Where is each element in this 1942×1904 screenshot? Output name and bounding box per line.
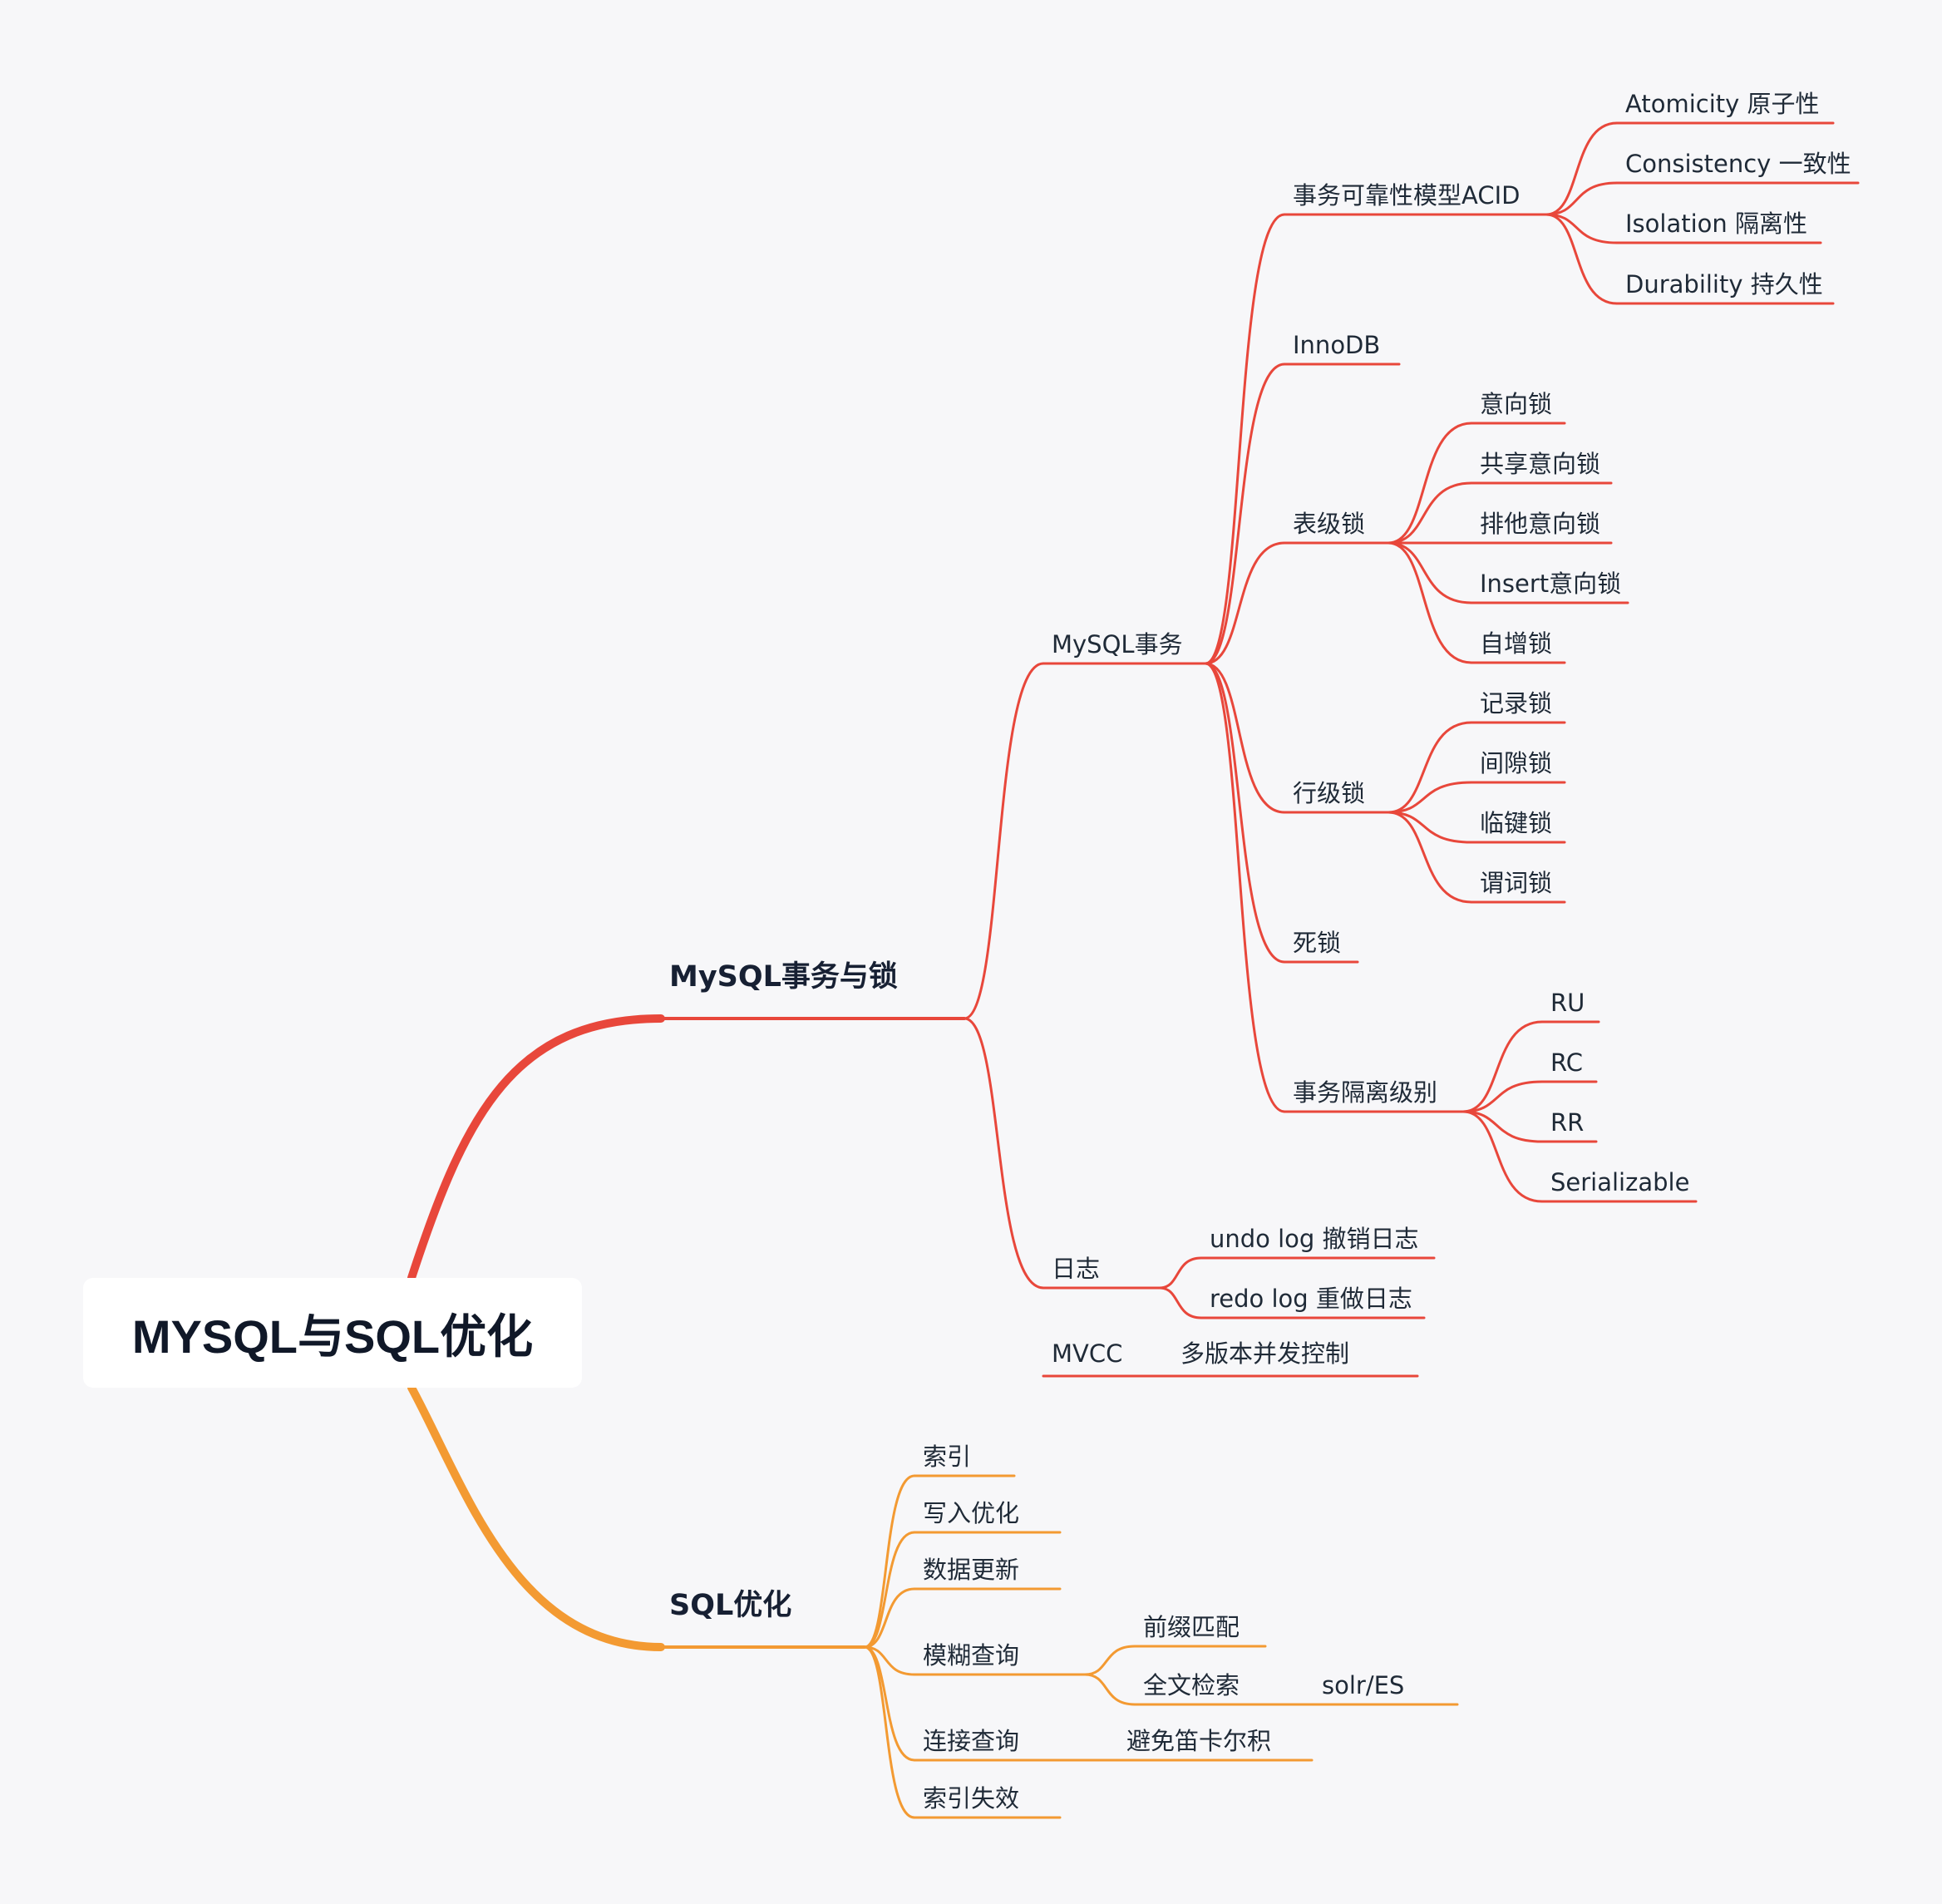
topic-0-0-mysql[interactable]: MySQL事务: [1052, 630, 1183, 659]
main-branch-curve: [407, 1014, 665, 1282]
topic-0-0-4-node[interactable]: 死锁: [1293, 929, 1342, 957]
connector-line: [1545, 213, 1619, 305]
connector-line: [1461, 1110, 1544, 1143]
topic-0-0-2-3-insert[interactable]: Insert意向锁: [1480, 570, 1622, 598]
topic-0-0-5-1-rc[interactable]: RC: [1550, 1048, 1583, 1077]
connector-line: [1387, 721, 1473, 814]
connector-line: [1387, 811, 1473, 904]
connector-line: [1461, 1080, 1544, 1113]
connector-line: [1461, 1110, 1544, 1203]
connector-line: [1204, 662, 1286, 1113]
connector-line: [963, 1017, 1045, 1290]
connector-line: [1204, 662, 1286, 814]
connector-line: [1204, 541, 1286, 665]
root-topic[interactable]: MYSQL与SQL优化: [83, 1278, 582, 1388]
topic-0-0-5-2-rr[interactable]: RR: [1550, 1108, 1585, 1137]
topic-1-0-node[interactable]: 索引: [923, 1443, 972, 1471]
topic-0-0-5-node[interactable]: 事务隔离级别: [1293, 1078, 1438, 1107]
topic-1-4-node[interactable]: 连接查询: [923, 1727, 1020, 1755]
topic-1-3-node[interactable]: 模糊查询: [923, 1641, 1020, 1670]
connector-line: [1158, 1286, 1203, 1319]
connector-line: [1545, 181, 1619, 216]
connector-line: [863, 1474, 916, 1649]
topic-0-0-3-0-node[interactable]: 记录锁: [1480, 689, 1553, 718]
topic-0-0-3-1-node[interactable]: 间隙锁: [1480, 749, 1553, 777]
connector-line: [1204, 662, 1286, 964]
topic-1-1-node[interactable]: 写入优化: [923, 1499, 1020, 1527]
topic-0-0-1-innodb[interactable]: InnoDB: [1293, 331, 1381, 359]
topic-0-0-3-3-node[interactable]: 谓词锁: [1480, 869, 1553, 897]
topic-0-1-1-redo-log[interactable]: redo log 重做日志: [1210, 1285, 1412, 1313]
connector-line: [863, 1587, 916, 1649]
connector-line: [1387, 422, 1473, 545]
topic-0-0-2-1-node[interactable]: 共享意向锁: [1480, 450, 1601, 478]
topic-0-0-5-0-ru[interactable]: RU: [1550, 989, 1585, 1017]
connector-line: [1387, 541, 1473, 664]
topic-0-2-mvcc[interactable]: MVCC: [1052, 1339, 1123, 1368]
connector-line: [963, 662, 1045, 1020]
topic-0-0-0-3-durability[interactable]: Durability 持久性: [1625, 270, 1823, 298]
topic-0-1-0-undo-log[interactable]: undo log 撤销日志: [1210, 1225, 1419, 1253]
topic-1-3-1-node[interactable]: 全文检索: [1143, 1671, 1240, 1699]
connector-line: [1083, 1645, 1136, 1676]
topic-0-0-0-1-consistency[interactable]: Consistency 一致性: [1625, 150, 1851, 178]
topic-0-0-0-2-isolation[interactable]: Isolation 隔离性: [1625, 210, 1808, 238]
topic-1-3-1-0-solr-es[interactable]: solr/ES: [1322, 1671, 1405, 1699]
topic-0-0-0-acid[interactable]: 事务可靠性模型ACID: [1293, 181, 1521, 210]
connector-line: [863, 1645, 916, 1676]
topic-0-0-3-2-node[interactable]: 临键锁: [1480, 809, 1553, 837]
connector-line: [1387, 781, 1473, 814]
connector-line: [1461, 1020, 1544, 1113]
topic-1-2-node[interactable]: 数据更新: [923, 1556, 1020, 1584]
topic-0-mysql[interactable]: MySQL事务与锁: [669, 960, 898, 994]
topic-1-4-0-node[interactable]: 避免笛卡尔积: [1126, 1727, 1272, 1755]
topic-1-5-node[interactable]: 索引失效: [923, 1784, 1020, 1813]
connector-line: [1545, 121, 1619, 216]
connector-line: [1204, 363, 1286, 665]
topic-0-0-2-4-node[interactable]: 自增锁: [1480, 629, 1553, 658]
main-branch-curve: [407, 1384, 665, 1651]
connector-line: [1387, 481, 1473, 545]
connector-line: [1545, 213, 1619, 244]
topic-1-3-0-node[interactable]: 前缀匹配: [1143, 1613, 1240, 1641]
topic-0-1-node[interactable]: 日志: [1052, 1255, 1101, 1283]
topic-0-0-5-3-serializable[interactable]: Serializable: [1550, 1168, 1690, 1196]
topic-0-2-0-node[interactable]: 多版本并发控制: [1180, 1339, 1350, 1368]
topic-0-0-3-node[interactable]: 行级锁: [1293, 779, 1366, 807]
connector-line: [1083, 1673, 1136, 1706]
connector-line: [863, 1531, 916, 1649]
connector-line: [1387, 811, 1473, 844]
topic-0-0-2-2-node[interactable]: 排他意向锁: [1480, 510, 1601, 538]
topic-0-0-2-node[interactable]: 表级锁: [1293, 510, 1366, 538]
topic-1-sql[interactable]: SQL优化: [669, 1589, 792, 1622]
topic-0-0-0-0-atomicity[interactable]: Atomicity 原子性: [1625, 90, 1820, 118]
connector-line: [863, 1645, 916, 1819]
connector-line: [1204, 213, 1286, 665]
topic-0-0-2-0-node[interactable]: 意向锁: [1480, 390, 1553, 418]
connector-line: [1387, 541, 1473, 604]
connector-line: [1158, 1256, 1203, 1290]
